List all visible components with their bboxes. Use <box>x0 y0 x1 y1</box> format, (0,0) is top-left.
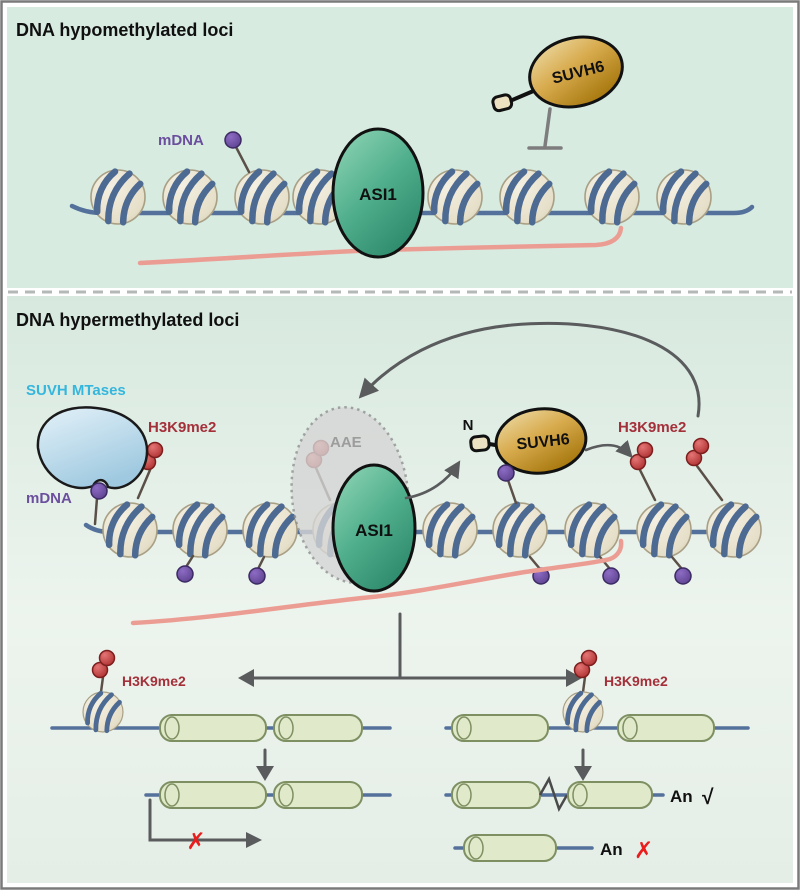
mdna-dot <box>176 565 194 583</box>
gene-box <box>273 714 363 742</box>
an-label-distal: An <box>670 787 693 806</box>
mdna-dot <box>497 464 515 482</box>
suvh-mtases-protein <box>36 406 149 526</box>
check-mark: √ <box>702 786 714 809</box>
h3k9me2-label-gene-right: H3K9me2 <box>604 673 668 689</box>
panel-hypo-title: DNA hypomethylated loci <box>16 20 233 40</box>
outcome-branch-arrows <box>238 612 582 687</box>
suvh6-key-loop <box>491 93 514 113</box>
gene-box <box>159 781 267 809</box>
mdna-dot <box>248 567 266 585</box>
mdna-dot <box>602 567 620 585</box>
asi1-protein-bottom: ASI1 <box>331 463 417 593</box>
gene-box <box>451 714 549 742</box>
feedback-loop-arrow <box>358 321 701 418</box>
rna-transcript-top <box>137 225 624 266</box>
panel-hyper-title: DNA hypermethylated loci <box>16 310 239 330</box>
n-terminus-label: N <box>463 417 474 434</box>
mdna-dot <box>90 482 108 500</box>
gene-diagram-right: H3K9me2 An √ <box>444 649 750 863</box>
no-transcription-cross: ✗ <box>186 828 205 854</box>
aae-label: AAE <box>330 434 362 451</box>
suvh6-protein-bottom: SUVH6 <box>469 407 588 505</box>
inhibition-bar <box>527 107 563 150</box>
mdna-dot <box>224 131 242 149</box>
mdna-stalk <box>234 145 251 174</box>
gene-box <box>451 781 541 809</box>
suvh6-protein-top: SUVH6 <box>491 35 624 113</box>
suvh6-label-bottom: SUVH6 <box>516 431 571 453</box>
polya-cross: ✗ <box>634 837 653 863</box>
gene-box <box>159 714 267 742</box>
asi1-label-top: ASI1 <box>359 185 397 204</box>
gene-diagram-left: H3K9me2 ✗ <box>50 649 392 854</box>
gene-box <box>273 781 363 809</box>
asi1-protein-top: ASI1 <box>331 127 425 259</box>
suvh6-to-h3k9me2-arrow <box>584 439 633 459</box>
panel-hypermethylated: DNA hypermethylated loci <box>7 296 793 883</box>
h3k9me2-label-right: H3K9me2 <box>618 419 686 436</box>
an-label-proximal: An <box>600 840 623 859</box>
suvh-mtases-label: SUVH MTases <box>26 382 126 399</box>
blocked-tss-arrow <box>148 798 250 842</box>
gene-box <box>567 781 653 809</box>
h3k9me2-label-left: H3K9me2 <box>148 419 216 436</box>
panel-hyper-background <box>7 296 793 883</box>
asi1-label-bottom: ASI1 <box>355 521 393 540</box>
mdna-label-top: mDNA <box>158 132 204 149</box>
suvh6-key-stem <box>510 88 536 103</box>
h3k9me2-label-gene-left: H3K9me2 <box>122 673 186 689</box>
mdna-dot <box>674 567 692 585</box>
mdna-label-bottom: mDNA <box>26 490 72 507</box>
rna-transcript-bottom <box>130 538 624 626</box>
gene-box <box>617 714 715 742</box>
asi1-to-suvh6-arrow <box>404 460 461 500</box>
panel-hypomethylated: DNA hypomethylated loci mDNA ASI1 <box>7 7 793 288</box>
gene-box <box>463 834 557 862</box>
suvh6-key-loop <box>469 434 491 453</box>
splice-break <box>538 775 569 813</box>
